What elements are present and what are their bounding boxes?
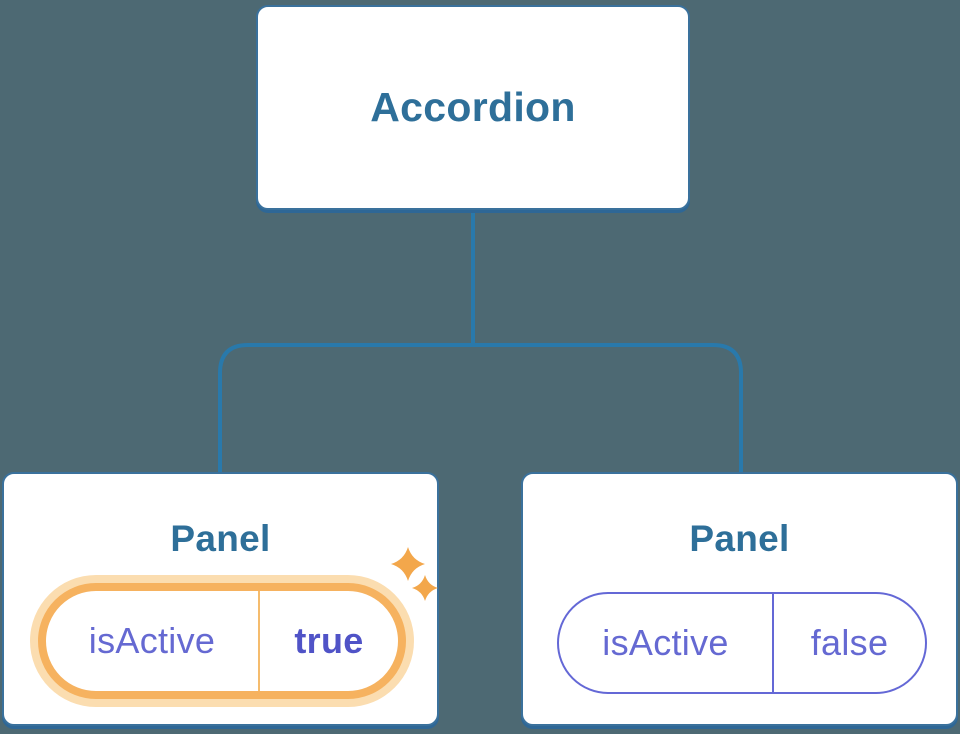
panel-node-label: Panel	[170, 518, 271, 559]
node-accordion: Accordion	[256, 5, 690, 210]
accordion-node-label: Accordion	[370, 84, 576, 130]
state-pill-inactive: isActive false	[557, 592, 927, 694]
pill-divider	[258, 591, 260, 691]
state-value-label: false	[810, 622, 889, 663]
state-key-label: isActive	[602, 622, 729, 663]
state-pill-active: isActive true	[38, 583, 406, 699]
state-key-label: isActive	[88, 620, 216, 661]
node-panel-active: Panel isActive true	[2, 472, 439, 726]
pill-divider	[772, 594, 774, 692]
panel-node-label: Panel	[689, 518, 790, 559]
state-value-label: true	[294, 620, 364, 661]
sparkles-icon	[391, 547, 438, 601]
node-panel-inactive: Panel isActive false	[521, 472, 958, 726]
